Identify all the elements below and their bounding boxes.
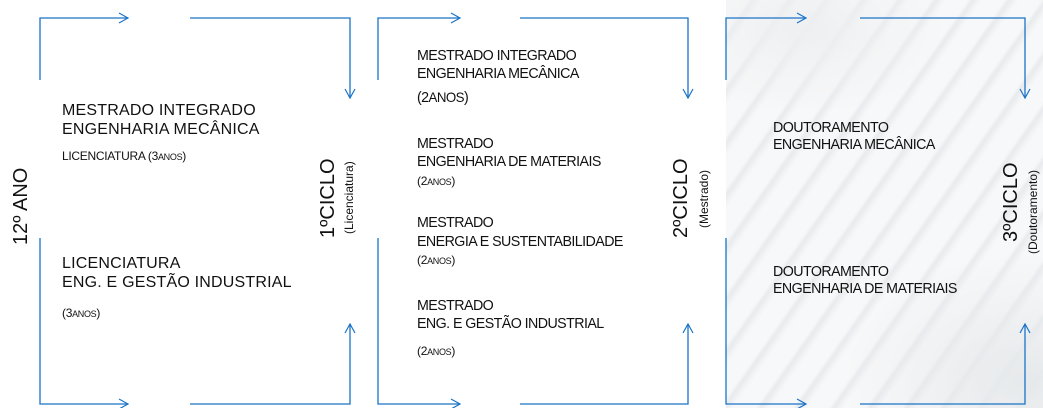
col2-item4-line1: MESTRADO <box>417 297 494 314</box>
background-texture <box>726 0 1043 408</box>
cycle3-title: 3ºCICLO <box>1000 162 1022 242</box>
arrow-s1-right-bottom <box>190 322 356 405</box>
cycle1-subtitle: (Licenciatura) <box>342 161 356 234</box>
col2-item2-line2: ENGENHARIA DE MATERIAIS <box>417 153 601 170</box>
arrow-s3-top <box>725 12 808 80</box>
col1-block2-line2: ENG. E GESTÃO INDUSTRIAL <box>62 274 292 291</box>
col3-item2-line2: ENGENHARIA DE MATERIAIS <box>773 280 957 297</box>
col1-block1-line1: MESTRADO INTEGRADO <box>62 102 256 119</box>
col2-item2-line1: MESTRADO <box>417 135 494 152</box>
col3-item2-line1: DOUTORAMENTO <box>773 263 889 280</box>
arrow-s3-right-top <box>860 17 1031 100</box>
left-label-12-ano: 12º ANO <box>10 167 32 245</box>
col2-item3-line2: ENERGIA E SUSTENTABILIDADE <box>417 233 623 250</box>
col3-item1-line2: ENGENHARIA MECÂNICA <box>773 136 935 153</box>
col2-item1-line1: MESTRADO INTEGRADO <box>417 47 577 64</box>
arrow-s1-right-top <box>190 17 356 100</box>
col2-item1-line2: ENGENHARIA MECÂNICA <box>417 65 579 82</box>
arrow-s3-bottom <box>725 238 808 408</box>
col2-item2-duration: (2ANOS) <box>417 174 456 188</box>
col1-block1-line2: ENGENHARIA MECÂNICA <box>62 121 260 138</box>
cycle2-subtitle: (Mestrado) <box>697 169 711 228</box>
arrow-s1-bottom <box>39 238 130 408</box>
arrow-s2-bottom <box>377 238 462 408</box>
col2-item1-duration: (2ANOS) <box>417 89 469 106</box>
arrow-s3-right-bottom <box>860 322 1031 405</box>
col2-item4-duration: (2ANOS) <box>417 344 456 358</box>
cycle1-title: 1ºCICLO <box>317 158 339 238</box>
col1-block1-duration: LICENCIATURA (3ANOS) <box>62 149 186 163</box>
col2-item3-duration: (2ANOS) <box>417 253 456 267</box>
col3-item1-line1: DOUTORAMENTO <box>773 119 889 136</box>
cycle3-subtitle: (Doutoramento) <box>1026 169 1040 254</box>
col1-block2-line1: LICENCIATURA <box>62 255 181 272</box>
cycle2-title: 2ºCICLO <box>670 158 692 238</box>
col1-block2-duration: (3ANOS) <box>62 306 101 320</box>
arrow-s2-top <box>377 12 462 80</box>
arrow-s2-right-top <box>520 17 694 100</box>
col2-item4-line2: ENG. E GESTÃO INDUSTRIAL <box>417 315 604 332</box>
arrow-s1-top <box>39 12 130 80</box>
col2-item3-line1: MESTRADO <box>417 214 494 231</box>
arrow-s2-right-bottom <box>520 322 694 405</box>
